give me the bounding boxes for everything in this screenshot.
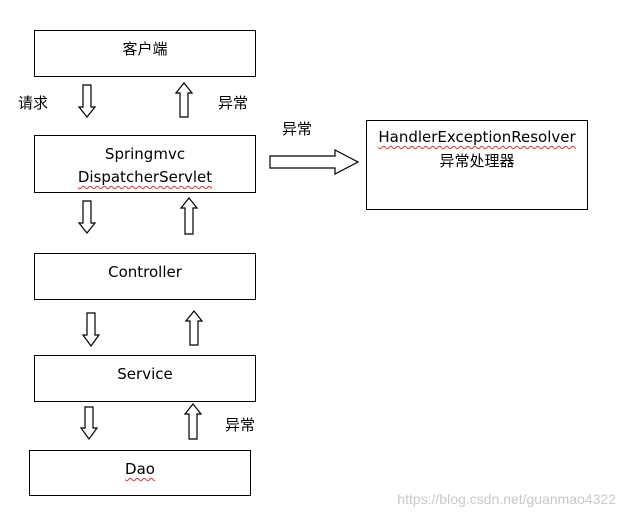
arrow-down-controller-to-service [81, 312, 101, 348]
arrow-up-controller-to-dispatcher [179, 197, 199, 235]
resolver-label-line1-text: HandlerExceptionResolver [378, 128, 576, 146]
arrow-down-dispatcher-to-controller [77, 200, 97, 234]
dispatcher-box: Springmvc DispatcherServlet [34, 135, 256, 193]
dispatcher-label-line2-text: DispatcherServlet [77, 168, 213, 186]
watermark: https://blog.csdn.net/guanmao4322 [397, 491, 616, 507]
dao-label: Dao [30, 459, 250, 479]
dao-label-text: Dao [125, 460, 155, 478]
controller-box: Controller [34, 253, 256, 300]
dispatcher-label-line1: Springmvc [104, 145, 186, 163]
exception-label-dao: 异常 [225, 416, 256, 434]
resolver-box: HandlerExceptionResolver 异常处理器 [366, 120, 588, 210]
exception-label-client: 异常 [218, 94, 249, 112]
resolver-label-line2: 异常处理器 [439, 152, 515, 170]
service-box: Service [34, 355, 256, 402]
controller-label: Controller [108, 263, 182, 281]
arrow-down-client-to-dispatcher [77, 84, 97, 118]
request-label: 请求 [18, 94, 49, 112]
dao-box: Dao [29, 450, 251, 496]
service-label: Service [117, 365, 173, 383]
resolver-label-line1: HandlerExceptionResolver [367, 127, 587, 147]
arrow-up-dao-to-service [183, 403, 203, 440]
arrow-down-service-to-dao [79, 406, 99, 441]
arrow-right-dispatcher-to-resolver [269, 149, 360, 175]
exception-label-resolver: 异常 [282, 120, 313, 138]
arrow-up-service-to-controller [184, 310, 204, 346]
arrow-up-dispatcher-to-client [174, 82, 194, 118]
client-box: 客户端 [34, 30, 256, 77]
dispatcher-label-line2: DispatcherServlet [35, 167, 255, 187]
client-label: 客户端 [122, 40, 168, 58]
